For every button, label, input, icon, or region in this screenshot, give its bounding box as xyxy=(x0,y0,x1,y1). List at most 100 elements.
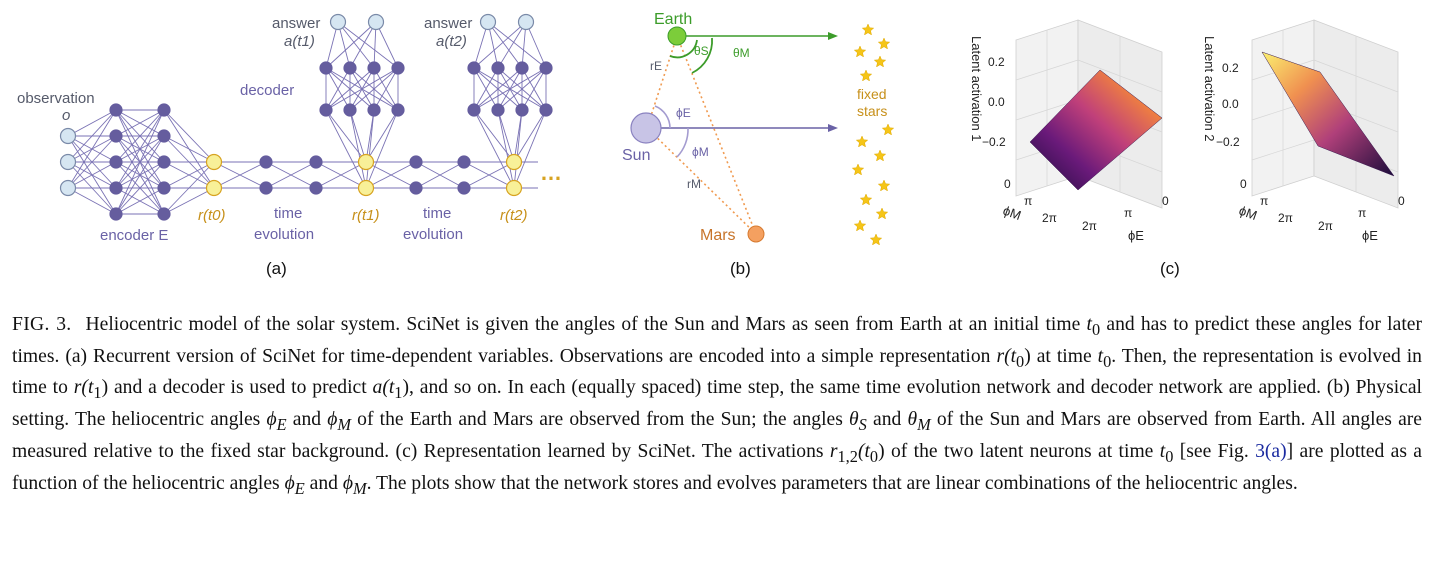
caption-math-sub: M xyxy=(352,478,367,498)
plot1-zlabel: Latent activation 1 xyxy=(969,36,984,142)
plot1-phie-label: ϕE xyxy=(1128,228,1144,243)
plot2-ztick-1: 0.2 xyxy=(1222,61,1239,75)
caption-text: [see Fig. xyxy=(1173,440,1256,462)
caption-text: and xyxy=(286,409,328,431)
decoder-neuron xyxy=(343,61,357,75)
network-connection xyxy=(315,161,367,189)
earth-planet xyxy=(667,26,687,46)
evolution-neuron xyxy=(309,181,323,195)
decoder-neuron xyxy=(491,103,505,117)
sun-mars-line xyxy=(646,127,757,235)
network-connection xyxy=(373,67,399,111)
observation-label: observation xyxy=(17,90,95,107)
star-icon xyxy=(881,123,895,136)
caption-math: ) xyxy=(402,377,409,399)
network-connection xyxy=(487,21,547,69)
figure-caption: FIG. 3. Heliocentric model of the solar s… xyxy=(12,312,1422,502)
star-icon xyxy=(861,23,875,36)
plot1-phim-tick-2: π xyxy=(1024,194,1032,208)
decoder-neuron xyxy=(515,61,529,75)
r-t2-label: r(t2) xyxy=(500,207,528,224)
network-connection xyxy=(67,187,117,215)
answer-symbol-1: a(t1) xyxy=(284,33,315,50)
decoder-neuron xyxy=(539,103,553,117)
caption-math: r xyxy=(73,377,82,399)
answer-neuron xyxy=(329,13,347,31)
encoder-neuron xyxy=(157,155,171,169)
network-connection xyxy=(473,21,527,69)
decoder-neuron xyxy=(319,61,333,75)
evolution-label-1: evolution xyxy=(254,226,314,243)
network-connection xyxy=(115,135,165,215)
star-icon xyxy=(875,207,889,220)
earth-label: Earth xyxy=(654,11,692,28)
plot2-phim-label: ϕM xyxy=(1237,203,1259,223)
panel-b-letter: (b) xyxy=(730,259,751,278)
encoder-neuron xyxy=(109,103,123,117)
theta-m-label: θM xyxy=(733,46,750,60)
evolution-neuron xyxy=(259,181,273,195)
encoder-label: encoder E xyxy=(100,227,168,244)
network-connection xyxy=(337,21,399,69)
evolution-label-2: evolution xyxy=(403,226,463,243)
network-connection xyxy=(337,21,375,69)
decoder-neuron xyxy=(391,61,405,75)
caption-math-sub: 0 xyxy=(1165,446,1174,466)
network-connection xyxy=(115,109,165,137)
caption-math: t xyxy=(1159,440,1166,462)
figure: observation o encoder E decoder answer a… xyxy=(17,11,1405,278)
network-connection xyxy=(365,109,399,189)
network-connection xyxy=(473,109,515,163)
figure-reference-link[interactable]: 3(a) xyxy=(1255,440,1287,462)
plot1-phim-tick-1: 0 xyxy=(1004,177,1011,191)
plot2-zlabel: Latent activation 2 xyxy=(1202,36,1217,142)
caption-text: and a decoder is used to predict xyxy=(108,377,373,399)
sun-arrowhead xyxy=(828,124,838,132)
stars-label: stars xyxy=(857,103,887,119)
evolution-neuron xyxy=(409,181,423,195)
caption-text: . Then, the representation is evolved in… xyxy=(12,345,1422,399)
star-icon xyxy=(869,233,883,246)
star-icon xyxy=(873,55,887,68)
plot1-phim-tick-3: 2π xyxy=(1042,211,1057,225)
latent-plot-1: Latent activation 1 0.2 0.0 −0.2 0 π 2π … xyxy=(969,19,1169,243)
network-connection xyxy=(265,161,317,189)
plot2-phie-tick-3: 0 xyxy=(1398,194,1405,208)
network-connection xyxy=(349,109,367,189)
panel-c-letter: (c) xyxy=(1160,259,1180,278)
ellipsis: … xyxy=(540,160,562,185)
plot1-phie-tick-1: 2π xyxy=(1082,219,1097,233)
time-label-1: time xyxy=(274,205,302,222)
network-connection xyxy=(325,67,375,111)
plot2-ztick-3: −0.2 xyxy=(1216,135,1240,149)
plot2-phim-tick-1: 0 xyxy=(1240,177,1247,191)
figure-number: FIG. 3. xyxy=(12,314,72,335)
decoder-neuron xyxy=(467,103,481,117)
encoder-neuron xyxy=(109,129,123,143)
plot2-ztick-2: 0.0 xyxy=(1222,97,1239,111)
network-connection xyxy=(521,67,547,111)
answer-neuron xyxy=(479,13,497,31)
star-icon xyxy=(855,135,869,148)
theta-m-arc xyxy=(691,37,713,74)
network-connection xyxy=(115,109,165,215)
caption-text: Heliocentric model of the solar system. … xyxy=(85,314,1087,335)
plot1-ztick-3: −0.2 xyxy=(982,135,1006,149)
caption-text: and xyxy=(866,409,908,431)
network-connection xyxy=(325,67,351,111)
encoder-neuron xyxy=(157,181,171,195)
r-e-label: rE xyxy=(650,59,662,73)
plot2-phim-tick-2: π xyxy=(1260,194,1268,208)
network-connection xyxy=(349,67,399,111)
network-connection xyxy=(497,67,547,111)
time-label-2: time xyxy=(423,205,451,222)
fixed-label: fixed xyxy=(857,86,887,102)
latent-neuron xyxy=(505,153,523,171)
plot1-phie-tick-3: 0 xyxy=(1162,194,1169,208)
network-connection xyxy=(163,109,215,163)
caption-math: r xyxy=(829,440,838,462)
evolution-neuron xyxy=(309,155,323,169)
panel-b-physical-setting: Earth Sun Mars θS θM ϕE ϕM rE rM fixed s… xyxy=(622,11,895,278)
encoder-neuron xyxy=(109,155,123,169)
input-neuron xyxy=(59,179,77,197)
